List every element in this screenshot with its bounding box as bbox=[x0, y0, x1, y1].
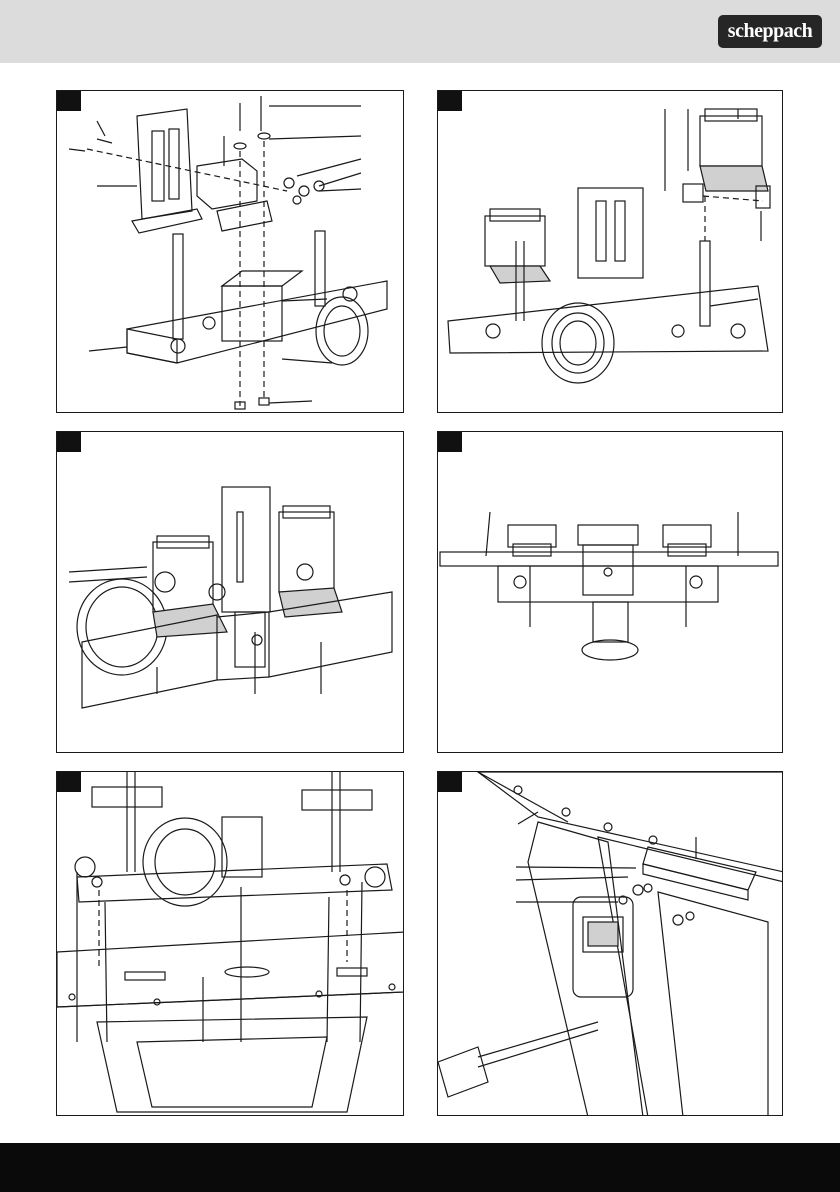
figure-4-panel bbox=[437, 431, 783, 753]
figure-5-panel bbox=[56, 771, 404, 1116]
figure-3-illustration bbox=[57, 432, 404, 753]
page-header: scheppach bbox=[0, 0, 840, 63]
page-footer bbox=[0, 1143, 840, 1192]
brand-logo: scheppach bbox=[718, 15, 822, 48]
brand-logo-text: scheppach bbox=[728, 20, 812, 43]
figure-1-panel bbox=[56, 90, 404, 413]
figure-2-panel bbox=[437, 90, 783, 413]
figure-3-panel bbox=[56, 431, 404, 753]
figure-1-illustration bbox=[57, 91, 404, 413]
figure-6-panel bbox=[437, 771, 783, 1116]
figure-4-illustration bbox=[438, 432, 783, 753]
figure-6-illustration bbox=[438, 772, 783, 1116]
figure-2-illustration bbox=[438, 91, 783, 413]
figure-5-illustration bbox=[57, 772, 404, 1116]
